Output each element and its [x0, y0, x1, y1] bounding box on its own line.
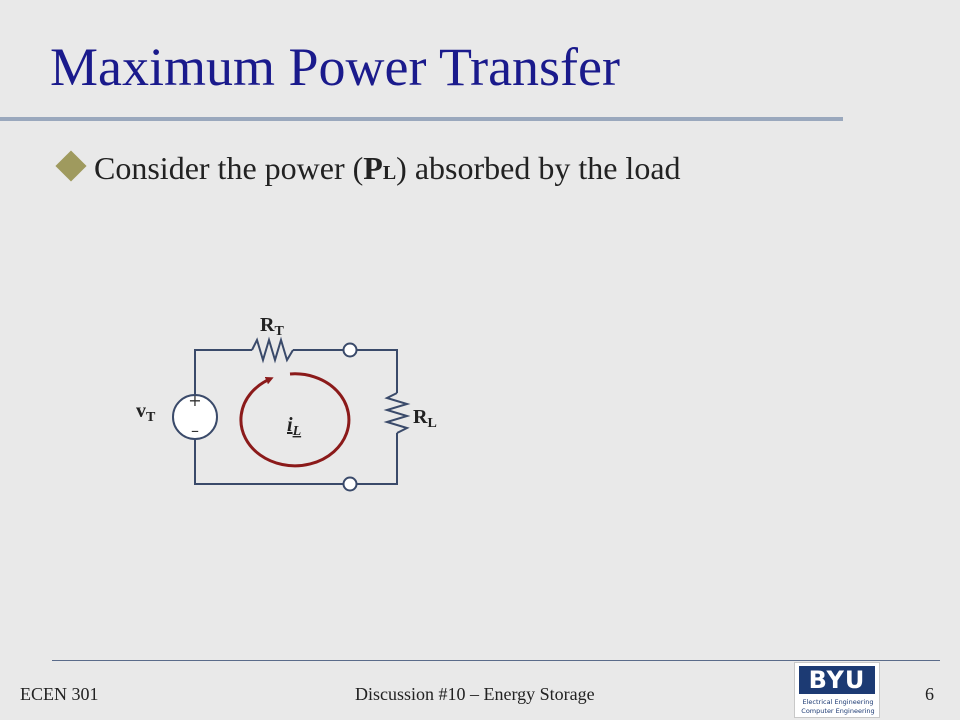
- series-resistor-zigzag: [251, 336, 294, 364]
- top-terminal: [342, 342, 358, 358]
- bullet-subscript: L: [382, 162, 397, 184]
- current-label-sub: L: [292, 424, 302, 439]
- footer-divider: [52, 660, 940, 661]
- bottom-wire: [194, 433, 398, 485]
- byu-logo: BYU Electrical Engineering Computer Engi…: [794, 662, 880, 718]
- logo-mark: BYU: [799, 666, 875, 694]
- source-minus: –: [191, 421, 199, 440]
- source-label-main: v: [136, 400, 146, 422]
- series-resistor-sub: T: [274, 324, 284, 339]
- top-wire: [293, 349, 398, 393]
- series-resistor-label: RT: [260, 314, 284, 339]
- footer-course: ECEN 301: [20, 684, 99, 704]
- voltage-source: [172, 394, 218, 440]
- load-resistor-label: RL: [413, 406, 437, 431]
- page-number: 6: [925, 684, 934, 704]
- logo-line-2: Computer Engineering: [801, 707, 875, 715]
- current-loop-arrow: [239, 372, 351, 468]
- load-resistor-main: R: [413, 406, 428, 428]
- slide-title: Maximum Power Transfer: [50, 37, 620, 97]
- bottom-terminal: [342, 476, 358, 492]
- logo-line-1: Electrical Engineering: [802, 698, 874, 706]
- series-resistor-main: R: [260, 314, 275, 336]
- load-resistor-sub: L: [427, 416, 436, 431]
- bullet-symbol: P: [363, 150, 383, 186]
- source-label: vT: [136, 400, 156, 425]
- current-label-main: i: [287, 414, 293, 436]
- source-plus: +: [188, 391, 201, 410]
- source-label-sub: T: [146, 410, 156, 425]
- left-wire: [194, 349, 252, 395]
- bullet-text-prefix: Consider the power (: [94, 150, 364, 186]
- load-resistor-zigzag: [383, 392, 411, 434]
- title-divider: [0, 117, 843, 121]
- footer-discussion: Discussion #10 – Energy Storage: [355, 684, 595, 704]
- bullet-text-suffix: ) absorbed by the load: [396, 150, 681, 186]
- current-label: iL: [287, 414, 301, 439]
